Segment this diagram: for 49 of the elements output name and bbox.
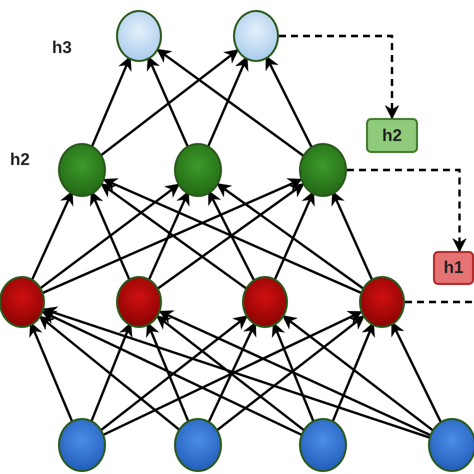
neuron-circle [233, 10, 279, 62]
arrow [102, 178, 362, 294]
neuron-circle [428, 418, 474, 472]
arrow [207, 322, 256, 424]
neuron-circle [174, 418, 222, 472]
neuron-circle [299, 143, 347, 197]
arrow [38, 316, 180, 431]
arrow [208, 190, 256, 282]
arrow [100, 183, 248, 290]
arrow [282, 315, 434, 432]
arrow [147, 190, 190, 282]
arrow [156, 315, 305, 432]
arrow [42, 306, 430, 439]
arrow [90, 56, 132, 148]
neuron-circle [359, 276, 405, 328]
neuron-circle [116, 10, 162, 62]
neuron-circle [0, 276, 45, 328]
arrow [265, 55, 314, 150]
arrow [41, 310, 302, 436]
arrow [90, 322, 132, 424]
arrow [206, 56, 248, 148]
arrow [273, 190, 315, 282]
layer-label: h2 [10, 150, 30, 170]
arrow [216, 183, 364, 290]
arrow [146, 56, 190, 149]
arrow [332, 190, 374, 282]
arrow [42, 178, 302, 294]
neuron-circle [242, 276, 288, 328]
tag-box: h2 [366, 118, 418, 153]
dashed-arrow [347, 168, 467, 252]
tag-box: h1 [433, 251, 474, 285]
arrow [30, 190, 74, 282]
arrow [156, 48, 304, 157]
arrow [216, 315, 365, 432]
dashed-arrow [279, 34, 400, 120]
arrow [156, 183, 305, 290]
arrow [40, 183, 180, 290]
neuron-circle [174, 143, 222, 197]
neuron-circle [116, 276, 162, 328]
arrow [158, 310, 431, 436]
arrow [90, 190, 131, 282]
neuron-circle [299, 418, 347, 472]
arrow [100, 49, 239, 156]
neuron-circle [58, 418, 106, 472]
neuron-circle [58, 143, 106, 197]
arrow [391, 321, 443, 424]
arrow [103, 310, 363, 436]
layer-label: h3 [52, 38, 72, 58]
arrow [100, 315, 248, 432]
